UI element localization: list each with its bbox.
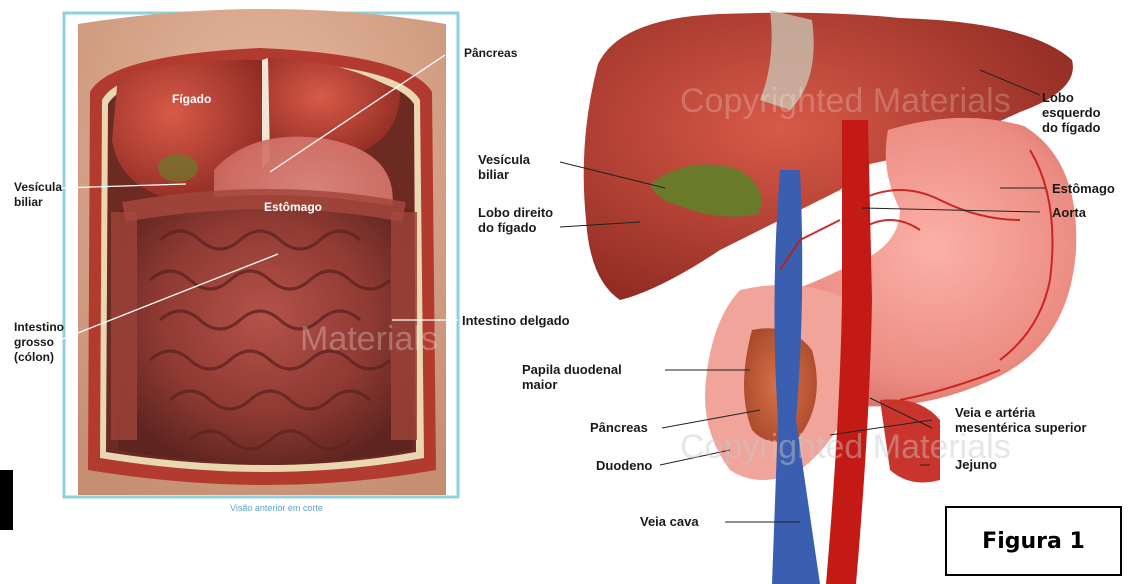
label-veia-cava: Veia cava	[640, 514, 699, 529]
label-vesicula-right: Vesícula biliar	[478, 152, 530, 182]
label-intestino-delgado: Intestino delgado	[462, 313, 570, 328]
label-jejuno: Jejuno	[955, 457, 997, 472]
label-lobo-esquerdo: Lobo esquerdo do fígado	[1042, 90, 1101, 135]
left-figure-caption: Visão anterior em corte	[230, 503, 323, 513]
label-intestino-grosso-line1: Intestino	[14, 320, 64, 335]
label-figado-left: Fígado	[172, 92, 211, 107]
watermark-left: Materials	[300, 320, 438, 359]
label-estomago-left: Estômago	[264, 200, 322, 215]
label-lobo-direito-line1: Lobo direito	[478, 205, 553, 220]
label-vesicula-right-line1: Vesícula	[478, 152, 530, 167]
watermark-right-top: Copyrighted Materials	[680, 82, 1011, 121]
label-intestino-grosso: Intestino grosso (cólon)	[14, 320, 64, 365]
label-pancreas-left: Pâncreas	[464, 46, 517, 61]
label-papila-line1: Papila duodenal	[522, 362, 622, 377]
label-intestino-grosso-line3: (cólon)	[14, 350, 64, 365]
label-veia-arteria-line2: mesentérica superior	[955, 420, 1087, 435]
label-vesicula-right-line2: biliar	[478, 167, 530, 182]
edge-black-tab	[0, 470, 13, 530]
label-lobo-direito: Lobo direito do fígado	[478, 205, 553, 235]
label-veia-arteria: Veia e artéria mesentérica superior	[955, 405, 1087, 435]
figure-number-box: Figura 1	[945, 506, 1122, 576]
label-estomago-right: Estômago	[1052, 181, 1115, 196]
label-lobo-esquerdo-line3: do fígado	[1042, 120, 1101, 135]
label-vesicula-left-line1: Vesícula	[14, 180, 62, 195]
label-papila: Papila duodenal maior	[522, 362, 622, 392]
label-lobo-esquerdo-line2: esquerdo	[1042, 105, 1101, 120]
figure-number-label: Figura 1	[982, 529, 1085, 554]
label-papila-line2: maior	[522, 377, 622, 392]
label-vesicula-left-line2: biliar	[14, 195, 62, 210]
left-abdomen-illustration	[60, 9, 458, 497]
label-vesicula-left: Vesícula biliar	[14, 180, 62, 210]
label-lobo-esquerdo-line1: Lobo	[1042, 90, 1101, 105]
label-duodeno: Duodeno	[596, 458, 652, 473]
label-aorta: Aorta	[1052, 205, 1086, 220]
label-lobo-direito-line2: do fígado	[478, 220, 553, 235]
label-intestino-grosso-line2: grosso	[14, 335, 64, 350]
label-pancreas-right: Pâncreas	[590, 420, 648, 435]
label-veia-arteria-line1: Veia e artéria	[955, 405, 1087, 420]
